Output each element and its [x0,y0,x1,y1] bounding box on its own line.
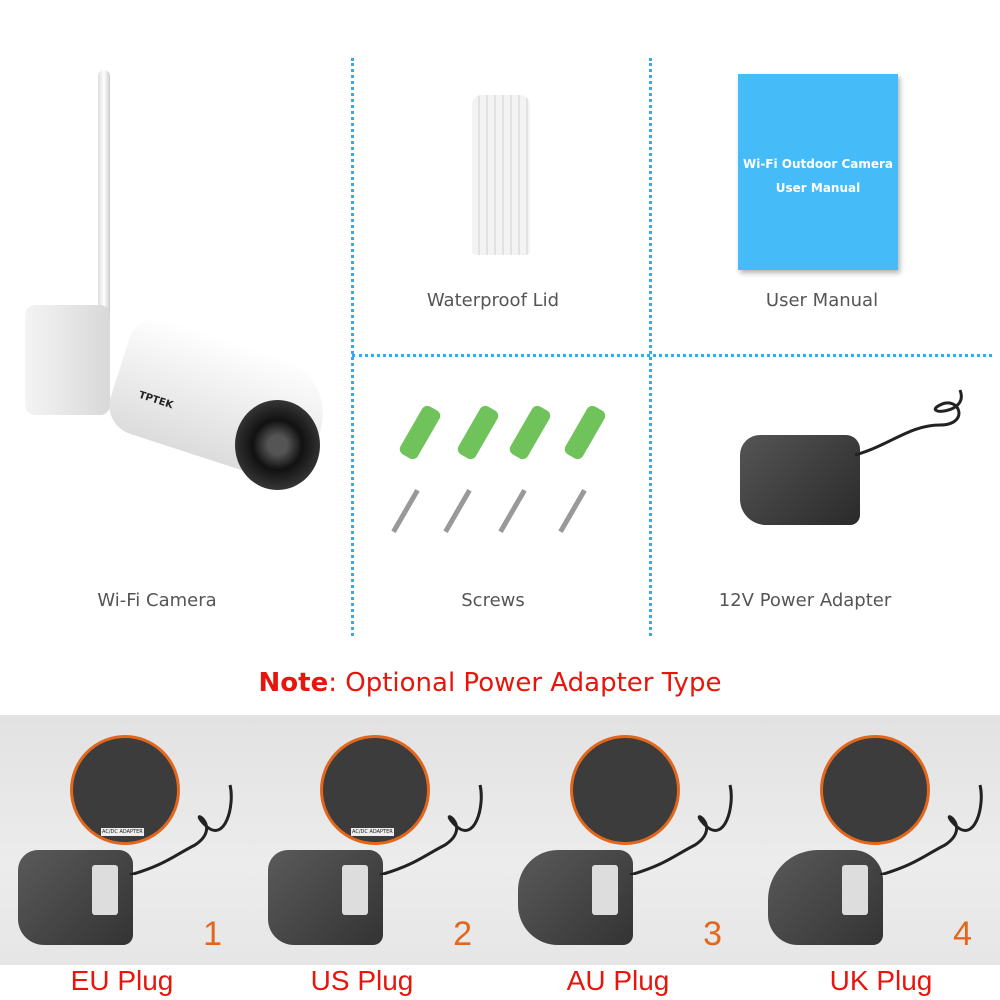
screw [498,488,527,534]
plug-panel-us: AC/DC ADAPTER 2 [250,715,500,965]
power-adapter-image [740,385,970,535]
camera-lens [235,400,320,490]
cable [854,389,963,457]
plug-number: 4 [953,915,972,953]
cable [129,784,233,875]
note-prefix: Note [258,668,329,698]
label-us-plug: US Plug [310,965,414,996]
adapter-body [740,435,860,525]
plug-number: 1 [203,915,222,953]
wall-mount [25,305,110,415]
label-wifi-camera: Wi-Fi Camera [97,590,217,611]
eu-plug-closeup: AC/DC ADAPTER [70,735,180,845]
label-user-manual: User Manual [765,290,879,311]
cable [629,784,733,875]
divider-horizontal [352,354,992,357]
label-uk-plug: UK Plug [829,965,933,996]
adapter-sticker: AC/DC ADAPTER [101,828,144,836]
label-waterproof-lid: Waterproof Lid [426,290,560,311]
plug-panel-au: 3 [500,715,750,965]
adapter-label [842,865,868,915]
us-plug-closeup: AC/DC ADAPTER [320,735,430,845]
plug-panel-eu: AC/DC ADAPTER 1 [0,715,250,965]
screws-image [385,395,625,535]
antenna [98,70,110,360]
plug-number: 3 [703,915,722,953]
cable [879,784,983,875]
adapter-label [342,865,368,915]
divider-vertical-right [649,58,652,636]
wall-anchor [397,403,443,462]
manual-cover-title: Wi-Fi Outdoor Camera [742,157,894,171]
divider-vertical-left [351,58,354,636]
adapter-label [92,865,118,915]
screw [391,488,420,534]
screw [443,488,472,534]
wall-anchor [455,403,501,462]
manual-cover-subtitle: User Manual [775,181,861,195]
label-screws: Screws [461,590,525,611]
label-12v-power-adapter: 12V Power Adapter [718,590,892,611]
plug-panel-uk: 4 [750,715,1000,965]
au-plug-closeup [570,735,680,845]
plug-number: 2 [453,915,472,953]
user-manual-image: Wi-Fi Outdoor Camera User Manual [738,74,898,270]
wall-anchor [507,403,553,462]
screw [558,488,587,534]
label-au-plug: AU Plug [566,965,670,996]
cable [379,784,483,875]
note-text: : Optional Power Adapter Type [328,668,722,698]
label-eu-plug: EU Plug [70,965,174,996]
adapter-label [592,865,618,915]
wifi-camera-image: TPTEK [20,70,339,510]
adapter-sticker: AC/DC ADAPTER [351,828,394,836]
uk-plug-closeup [820,735,930,845]
waterproof-lid-image [472,95,530,255]
note-heading: Note: Optional Power Adapter Type [0,668,980,698]
wall-anchor [562,403,608,462]
